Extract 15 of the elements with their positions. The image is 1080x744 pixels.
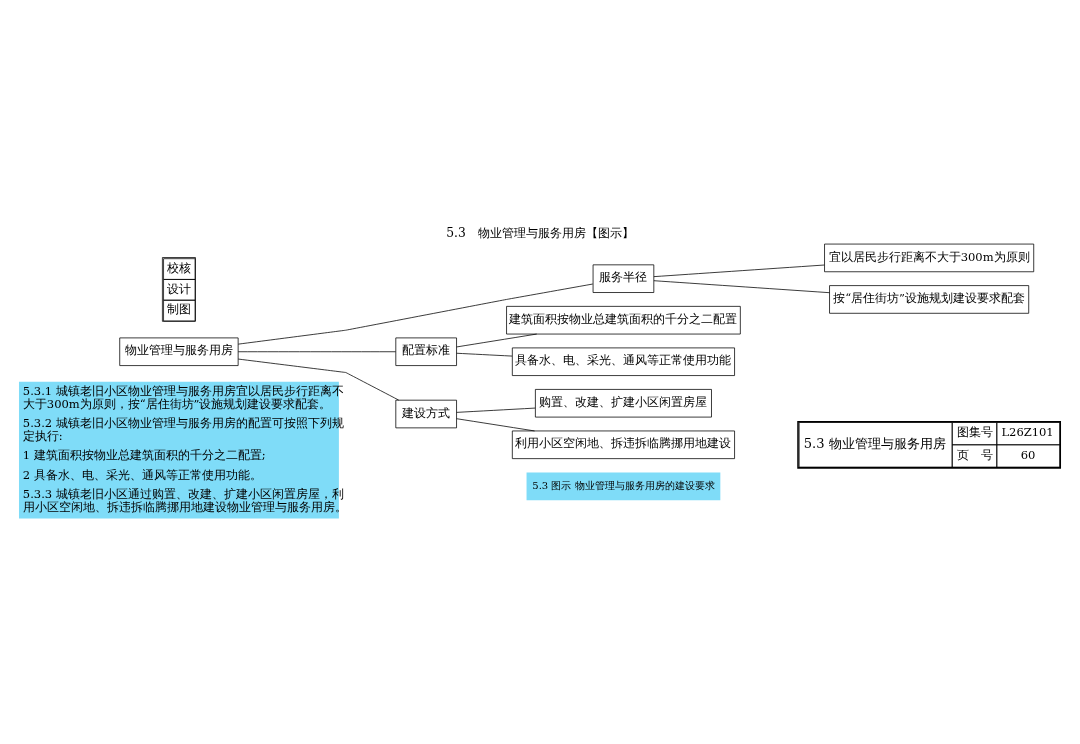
label: 5.3 物业管理与服务用房 [803, 435, 946, 451]
label: L26Z101 [1001, 424, 1054, 439]
label: 5.3.3 城镇老旧小区通过购置、改建、扩建小区闲置房屋，利用小区空闲地、拆违拆临腾挪用地建设物业管理与服务用房。 [22, 486, 347, 514]
label: 校核 [167, 260, 192, 275]
label: 制图 [167, 301, 192, 316]
caption: 5.3 图示 物业管理与服务用房的建设要求 [532, 479, 715, 491]
label: 图集号 [956, 424, 993, 439]
label: 1 建筑面积按物业总建筑面积的千分之二配置; [22, 447, 266, 462]
label: 5.3.2 城镇老旧小区物业管理与服务用房的配置可按照下列规定执行: [22, 415, 344, 443]
diagram-title: 5.3 物业管理与服务用房【图示】 [446, 225, 634, 240]
label: 5.3.1 城镇老旧小区物业管理与服务用房宜以居民步行距离不大于300m为原则，按“居住街坊”设施规划建设要求配套。 [22, 383, 344, 411]
label: 2 具备水、电、采光、通风等正常使用功能。 [22, 467, 262, 482]
label: 60 [1020, 447, 1036, 462]
label: 设计 [167, 281, 192, 296]
label: 页 号 [956, 447, 993, 462]
